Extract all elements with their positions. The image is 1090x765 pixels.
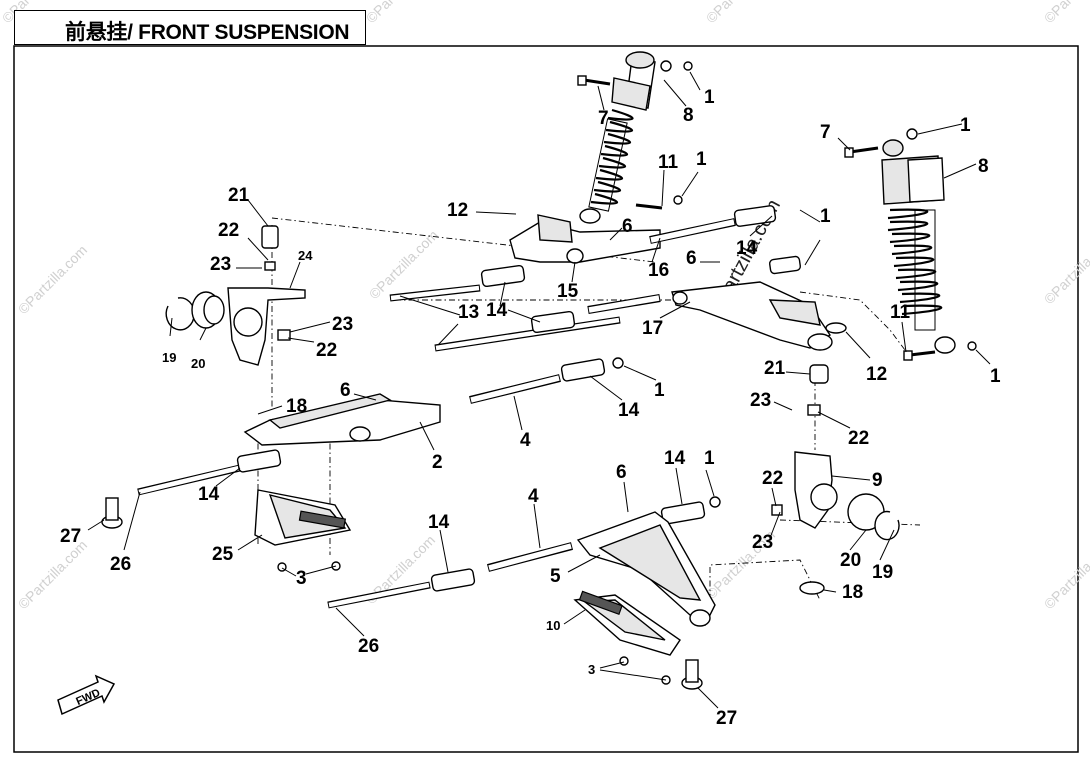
callout: 14 bbox=[486, 300, 508, 321]
callout: 7 bbox=[598, 108, 609, 129]
callout: 15 bbox=[557, 281, 579, 302]
watermark: ©Partzilla.com bbox=[703, 0, 778, 26]
callout: 27 bbox=[716, 708, 737, 729]
callout: 17 bbox=[642, 318, 663, 339]
watermark: ©Partzilla.com bbox=[363, 0, 438, 26]
callout: 13 bbox=[458, 302, 479, 323]
shock-absorber-left bbox=[579, 51, 693, 224]
callout: 23 bbox=[750, 390, 771, 411]
lower-a-arm-left bbox=[243, 393, 441, 446]
callout: 12 bbox=[447, 200, 468, 221]
callout: 7 bbox=[820, 122, 831, 143]
callout: 14 bbox=[664, 448, 686, 469]
steering-knuckle-right bbox=[771, 322, 900, 595]
callout: 23 bbox=[332, 314, 353, 335]
callout: 14 bbox=[618, 400, 640, 421]
callout: 22 bbox=[762, 468, 783, 489]
callout: 3 bbox=[296, 568, 307, 589]
callout: 1 bbox=[704, 448, 715, 469]
callout: 18 bbox=[842, 582, 863, 603]
watermark: ©Partzilla.com bbox=[1041, 232, 1090, 307]
callout: 11 bbox=[658, 152, 679, 173]
callout: 22 bbox=[218, 220, 239, 241]
callout: 20 bbox=[840, 550, 861, 571]
callout: 12 bbox=[866, 364, 887, 385]
callout: 26 bbox=[358, 636, 379, 657]
callout: 6 bbox=[686, 248, 697, 269]
callout: 14 bbox=[428, 512, 450, 533]
callout: 21 bbox=[228, 185, 250, 206]
callout: 18 bbox=[286, 396, 307, 417]
upper-a-arm-right bbox=[671, 281, 833, 351]
callout: 20 bbox=[191, 356, 205, 371]
title-box: 前悬挂/ FRONT SUSPENSION bbox=[14, 10, 366, 45]
callout: 22 bbox=[848, 428, 869, 449]
callout: 6 bbox=[616, 462, 627, 483]
diagram-frame bbox=[13, 45, 1079, 753]
page-title: 前悬挂/ FRONT SUSPENSION bbox=[65, 21, 350, 44]
upper-a-arm-left bbox=[509, 214, 661, 264]
callout: 27 bbox=[60, 526, 81, 547]
forward-direction-arrow: FWD bbox=[57, 674, 116, 716]
callout: 1 bbox=[704, 87, 715, 108]
callout: 1 bbox=[820, 206, 831, 227]
callout: 9 bbox=[872, 470, 883, 491]
callout: 3 bbox=[588, 662, 595, 677]
shock-bolts bbox=[577, 75, 936, 361]
callout: 22 bbox=[316, 340, 337, 361]
callout: 1 bbox=[696, 149, 707, 170]
callout: 19 bbox=[162, 350, 176, 365]
callout: 24 bbox=[298, 248, 313, 263]
bushings-and-shafts bbox=[137, 205, 802, 609]
callout: 14 bbox=[736, 238, 758, 259]
watermark: ©Partzilla.com bbox=[15, 537, 90, 612]
callout: 4 bbox=[528, 486, 539, 507]
callout: 10 bbox=[546, 618, 560, 633]
callout: 4 bbox=[520, 430, 531, 451]
watermark: ©Partzilla.com bbox=[1041, 0, 1090, 26]
callout: 1 bbox=[654, 380, 665, 401]
callout: 19 bbox=[872, 562, 893, 583]
callout: 5 bbox=[550, 566, 561, 587]
nuts bbox=[277, 561, 671, 685]
callout: 8 bbox=[978, 156, 989, 177]
leader-lines bbox=[87, 71, 991, 709]
watermark: ©Partzilla.com bbox=[15, 242, 90, 317]
callout: 25 bbox=[212, 544, 234, 565]
callout: 26 bbox=[110, 554, 131, 575]
callout: 2 bbox=[432, 452, 443, 473]
watermark: ©Partzilla.com bbox=[1041, 537, 1090, 612]
callout: 16 bbox=[648, 260, 669, 281]
lower-a-arm-right bbox=[576, 511, 716, 627]
callout: 21 bbox=[764, 358, 786, 379]
callout: 14 bbox=[198, 484, 220, 505]
ball-joints bbox=[101, 497, 703, 690]
callout: 23 bbox=[752, 532, 773, 553]
guard-plate-left bbox=[254, 489, 352, 546]
callout: 6 bbox=[622, 216, 633, 237]
steering-knuckle-left bbox=[165, 225, 306, 366]
callout: 23 bbox=[210, 254, 231, 275]
callout: 1 bbox=[990, 366, 1001, 387]
callout: 8 bbox=[683, 105, 694, 126]
callout: 1 bbox=[960, 115, 971, 136]
callout: 11 bbox=[890, 302, 911, 323]
callouts: 1 8 7 1 7 8 11 1 21 12 6 1 22 24 14 23 6… bbox=[60, 87, 1001, 729]
callout: 6 bbox=[340, 380, 351, 401]
guard-plate-right bbox=[573, 590, 681, 656]
shock-absorber-right bbox=[881, 128, 977, 354]
